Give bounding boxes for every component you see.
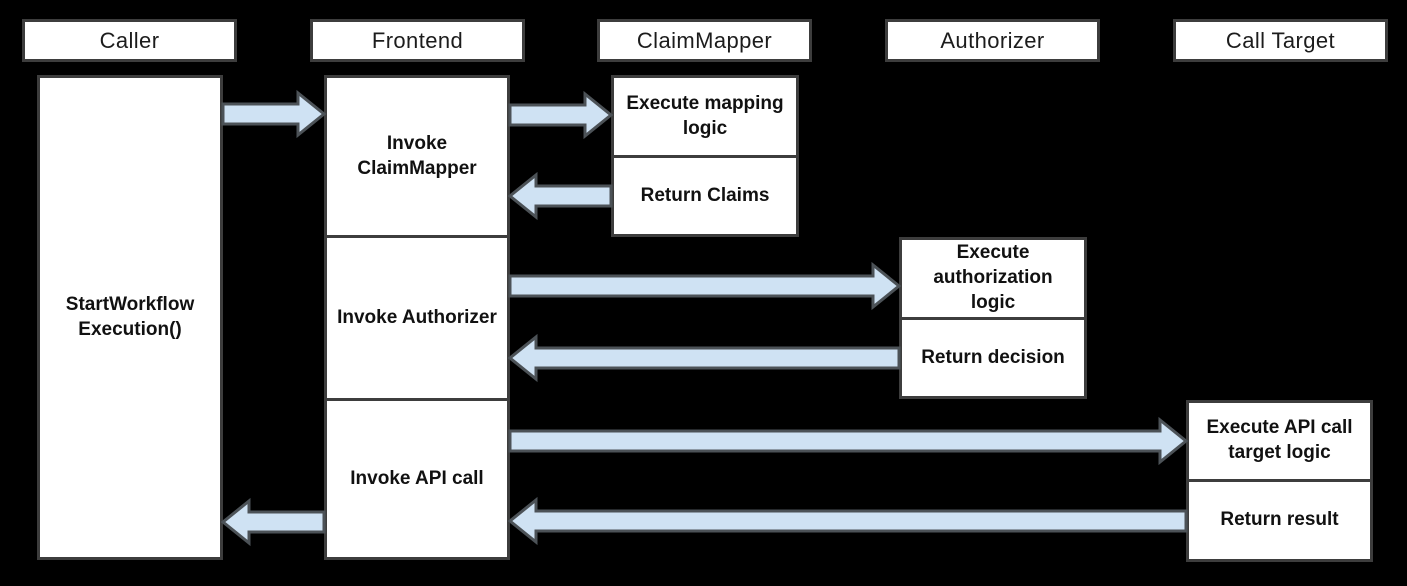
lane-header-claimmapper: ClaimMapper	[597, 19, 812, 62]
node-execute-authorization-logic: Execute authorization logic	[933, 242, 1053, 313]
activation-call-target: Execute API call target logic Return res…	[1186, 400, 1373, 562]
node-execute-api-call-target-logic: Execute API call target logic	[1206, 417, 1353, 463]
node-execute-mapping-logic: Execute mapping logic	[626, 92, 784, 139]
node-return-claims: Return Claims	[614, 155, 796, 234]
node-invoke-authorizer: Invoke Authorizer	[327, 235, 507, 398]
arrow-calltarget-to-frontend	[507, 496, 1188, 546]
lane-header-call-target: Call Target	[1173, 19, 1388, 62]
node-invoke-claimmapper: Invoke ClaimMapper	[357, 132, 477, 179]
node-return-result: Return result	[1189, 479, 1370, 559]
node-return-decision: Return decision	[902, 317, 1084, 396]
arrow-frontend-to-authorizer	[508, 261, 902, 311]
lane-header-caller: Caller	[22, 19, 237, 62]
node-invoke-api-call: Invoke API call	[327, 398, 507, 557]
arrow-authorizer-to-frontend	[507, 333, 901, 383]
activation-caller: StartWorkflow Execution()	[37, 75, 223, 560]
activation-authorizer: Execute authorization logic Return decis…	[899, 237, 1087, 399]
arrow-frontend-to-calltarget	[508, 416, 1189, 466]
arrow-caller-to-frontend	[221, 89, 327, 139]
arrow-frontend-to-caller	[220, 497, 326, 547]
node-start-workflow-execution: StartWorkflow Execution()	[65, 293, 195, 340]
arrow-claimmapper-to-frontend	[507, 171, 613, 221]
activation-claimmapper: Execute mapping logic Return Claims	[611, 75, 799, 237]
activation-frontend: Invoke ClaimMapper Invoke Authorizer Inv…	[324, 75, 510, 560]
arrow-frontend-to-claimmapper	[508, 90, 614, 140]
lane-header-authorizer: Authorizer	[885, 19, 1100, 62]
lane-header-frontend: Frontend	[310, 19, 525, 62]
